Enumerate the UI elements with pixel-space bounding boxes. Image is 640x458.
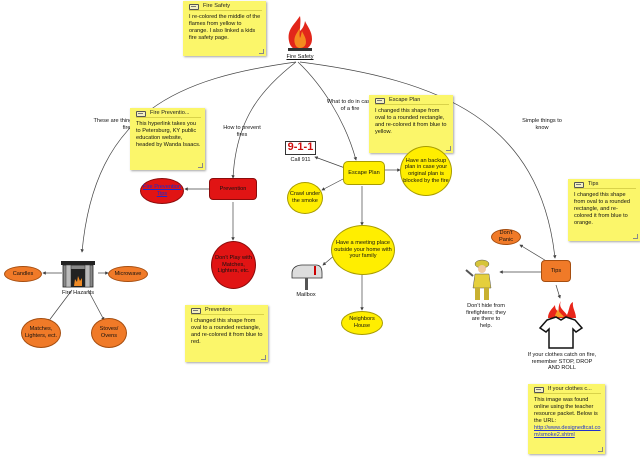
edge-escape-crawl bbox=[321, 177, 346, 191]
burning-shirt-icon bbox=[538, 300, 584, 350]
candles-node[interactable]: Candles bbox=[4, 266, 42, 282]
note-body: I changed this shape from oval to a roun… bbox=[574, 192, 630, 226]
note-title: Tips bbox=[588, 181, 599, 187]
note-body: I re-colored the middle of the flames fr… bbox=[189, 14, 261, 41]
resize-handle-icon[interactable] bbox=[633, 234, 638, 239]
edge-root-prevent bbox=[231, 61, 297, 179]
note-escape-plan[interactable]: Escape Plan I changed this shape from ov… bbox=[369, 95, 453, 153]
note-title: Escape Plan bbox=[389, 97, 421, 103]
note-title: Fire Preventio... bbox=[150, 110, 190, 116]
note-icon bbox=[191, 307, 201, 314]
fire-safety-link[interactable]: Fire Safety bbox=[286, 54, 314, 60]
note-tips[interactable]: Tips I changed this shape from oval to a… bbox=[568, 179, 640, 241]
edge-tips-clothes bbox=[555, 284, 561, 299]
dont-play-node[interactable]: Don't Play with Matches, Lighters, etc. bbox=[211, 241, 256, 289]
resize-handle-icon[interactable] bbox=[261, 355, 266, 360]
note-icon bbox=[189, 3, 199, 10]
tips-node[interactable]: Tips bbox=[541, 260, 571, 282]
branch-label-prevent: How to prevent fires bbox=[223, 125, 261, 138]
resize-handle-icon[interactable] bbox=[446, 146, 451, 151]
call-911-badge: 9-1-1 bbox=[285, 141, 316, 155]
note-title: Fire Safety bbox=[203, 3, 231, 9]
microwave-node[interactable]: Microwave bbox=[108, 266, 148, 282]
note-title: Prevention bbox=[205, 307, 232, 313]
edge-hazards-matches bbox=[47, 289, 73, 323]
edge-hazards-stoves bbox=[87, 289, 105, 321]
note-icon bbox=[534, 386, 544, 393]
escape-plan-node[interactable]: Escape Plan bbox=[343, 161, 385, 185]
fireplace-icon bbox=[60, 259, 96, 289]
backup-plan-node[interactable]: Have an backup plan in case your origina… bbox=[400, 146, 452, 196]
fire-hazards-label: Fire Hazards bbox=[61, 290, 95, 296]
note-icon bbox=[375, 97, 385, 104]
note-body: I changed this shape from oval to a roun… bbox=[375, 108, 447, 135]
crawl-node[interactable]: Crawl under the smoke bbox=[287, 182, 323, 214]
meeting-place-node[interactable]: Have a meeting place outside your home w… bbox=[331, 225, 395, 275]
resize-handle-icon[interactable] bbox=[198, 163, 203, 168]
edge-root-tips bbox=[299, 61, 557, 259]
call-911-label: Call 911 bbox=[290, 157, 311, 163]
stoves-node[interactable]: Stoves/ Ovens bbox=[91, 318, 127, 348]
mailbox-icon bbox=[290, 263, 324, 291]
prevention-node[interactable]: Prevention bbox=[209, 178, 257, 200]
note-icon bbox=[574, 181, 584, 188]
note-title: If your clothes c... bbox=[548, 386, 592, 392]
neighbors-house-node[interactable]: Neighbors House bbox=[341, 311, 383, 335]
branch-label-simple-things: Simple things to know bbox=[522, 118, 562, 131]
note-prevention[interactable]: Prevention I changed this shape from ova… bbox=[185, 305, 268, 362]
edge-tips-panic bbox=[519, 244, 549, 263]
edge-root-escape bbox=[297, 61, 357, 161]
stop-drop-roll-label: If your clothes catch on fire, remember … bbox=[527, 352, 597, 372]
note-url-link[interactable]: http://www.designedtcat.com/smoke2.shtml bbox=[534, 424, 601, 438]
note-icon bbox=[136, 110, 146, 117]
note-fire-safety[interactable]: Fire Safety I re-colored the middle of t… bbox=[183, 1, 266, 56]
mailbox-label: Mailbox bbox=[296, 292, 316, 298]
edge-escape-911 bbox=[314, 156, 346, 169]
matches-node[interactable]: Matches, Lighters, ect. bbox=[21, 318, 61, 348]
resize-handle-icon[interactable] bbox=[259, 49, 264, 54]
fire-prevention-tips-link[interactable]: Fire Prevention Tips bbox=[140, 178, 184, 204]
note-clothes-image[interactable]: If your clothes c... This image was foun… bbox=[528, 384, 605, 454]
note-body: I changed this shape from oval to a roun… bbox=[191, 318, 263, 345]
note-body: This image was found online using the te… bbox=[534, 397, 598, 424]
branch-label-what-to-do: What to do in case of a fire bbox=[326, 99, 374, 112]
note-fire-prevention[interactable]: Fire Preventio... This hyperlink takes y… bbox=[130, 108, 205, 170]
branch-label-causes: These are things that cause fires bbox=[93, 118, 163, 131]
dont-panic-node[interactable]: Don't Panic bbox=[491, 229, 521, 245]
dont-hide-label: Don't hide from firefighters; they are t… bbox=[466, 303, 506, 330]
firefighter-icon bbox=[464, 258, 500, 302]
fire-icon bbox=[283, 14, 317, 54]
resize-handle-icon[interactable] bbox=[598, 447, 603, 452]
note-body: This hyperlink takes you to Petersburg, … bbox=[136, 121, 201, 148]
